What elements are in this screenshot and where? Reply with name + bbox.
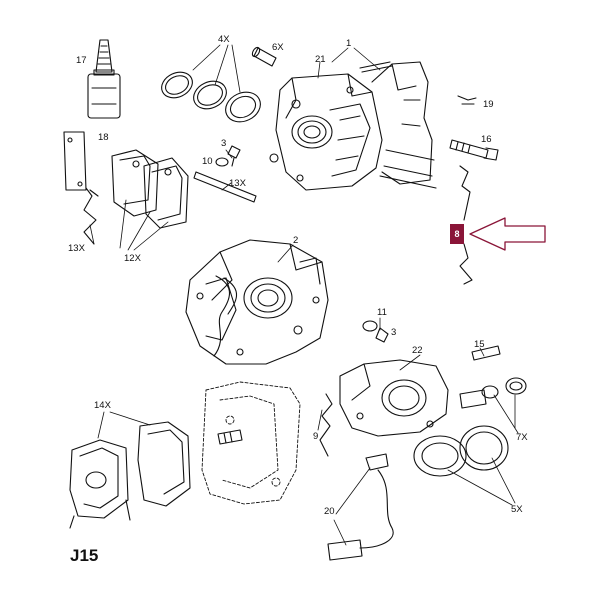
threadlocker-bottle bbox=[87, 39, 121, 119]
label-3-top: 3 bbox=[221, 138, 227, 149]
brake-pads-top bbox=[111, 149, 189, 229]
pad-18 bbox=[63, 131, 87, 191]
label-10: 10 bbox=[202, 156, 213, 167]
label-2: 2 bbox=[293, 235, 299, 246]
highlight-arrow bbox=[469, 217, 546, 251]
caliper-body-middle bbox=[185, 239, 329, 365]
label-20: 20 bbox=[324, 506, 335, 517]
guide-pin-15 bbox=[471, 345, 501, 361]
label-13x-left: 13X bbox=[68, 243, 85, 254]
label-22: 22 bbox=[412, 345, 423, 356]
label-5x: 5X bbox=[511, 504, 523, 515]
caliper-body-lower bbox=[339, 359, 449, 437]
label-21: 21 bbox=[315, 54, 326, 65]
label-3-lower: 3 bbox=[391, 327, 397, 338]
seal-rings-top bbox=[161, 71, 261, 123]
label-1: 1 bbox=[346, 38, 352, 49]
plug-cap bbox=[251, 46, 277, 67]
bleeder-screw-lower bbox=[362, 320, 389, 343]
label-9: 9 bbox=[313, 431, 319, 442]
label-16: 16 bbox=[481, 134, 492, 145]
anti-rattle-spring bbox=[459, 165, 473, 285]
spring-clip bbox=[457, 95, 477, 105]
diagram-code: J15 bbox=[70, 546, 99, 565]
label-6x: 6X bbox=[272, 42, 284, 53]
highlighted-part-label: 8 bbox=[450, 224, 464, 244]
label-15: 15 bbox=[474, 339, 485, 350]
brake-pads-lower bbox=[69, 421, 191, 529]
label-11: 11 bbox=[377, 307, 387, 318]
label-18: 18 bbox=[98, 132, 109, 143]
bracket-bolt bbox=[217, 429, 243, 445]
seal-rings-lower bbox=[413, 425, 509, 477]
piston-boots bbox=[459, 377, 527, 409]
label-4x: 4X bbox=[218, 34, 230, 45]
label-17: 17 bbox=[76, 55, 87, 66]
caliper-assembly-top bbox=[269, 61, 437, 191]
label-14x: 14X bbox=[94, 400, 111, 411]
guide-bolt-top bbox=[449, 139, 499, 161]
guide-pin bbox=[193, 171, 257, 203]
bleeder-screw-top bbox=[215, 145, 241, 167]
label-7x: 7X bbox=[516, 432, 528, 443]
caliper-bracket-phantom bbox=[201, 381, 301, 505]
pad-spring-left bbox=[83, 187, 99, 245]
spring-clip-9 bbox=[319, 393, 333, 457]
label-12x: 12X bbox=[124, 253, 141, 264]
label-19: 19 bbox=[483, 99, 494, 110]
label-13x-right: 13X bbox=[229, 178, 246, 189]
leader-lines bbox=[89, 44, 519, 546]
wear-sensor bbox=[327, 453, 394, 561]
